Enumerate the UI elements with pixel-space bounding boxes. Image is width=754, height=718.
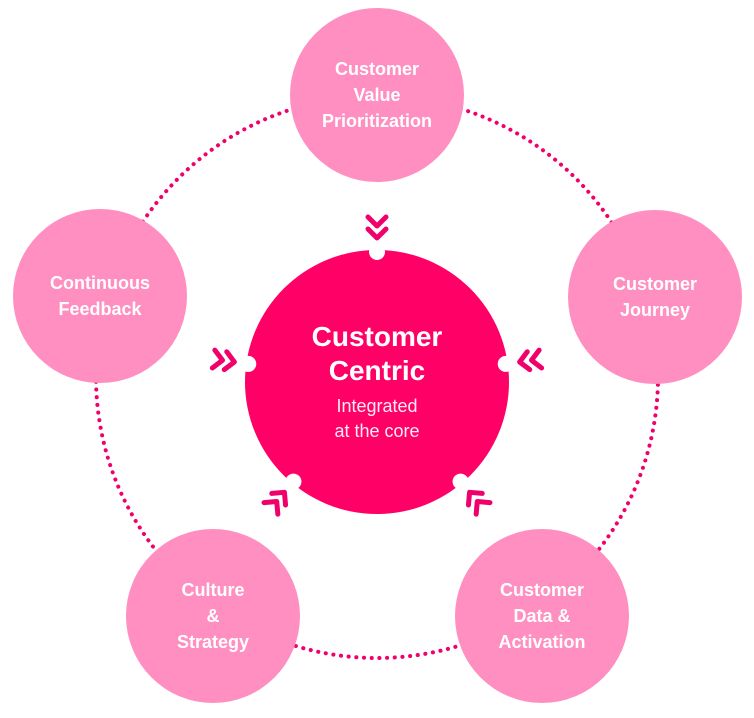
chevron-icon: [261, 499, 281, 517]
node-label-line: Data &: [513, 606, 571, 626]
double-chevron-icon: [517, 347, 545, 373]
double-chevron-icon: [209, 347, 237, 373]
arrows-layer: [209, 214, 545, 517]
node-label-line: Feedback: [58, 299, 142, 319]
chevron-icon: [365, 214, 389, 229]
node-label-line: Strategy: [176, 632, 250, 652]
double-chevron-icon: [365, 214, 389, 241]
node-label-line: &: [206, 606, 220, 626]
node-label-line: Journey: [619, 300, 691, 320]
chevron-icon: [209, 347, 226, 371]
node-culture-strategy: Culture & Strategy: [126, 529, 300, 703]
node-label-line: Activation: [498, 632, 586, 652]
node-customer-journey: Customer Journey: [568, 210, 742, 384]
chevron-icon: [365, 226, 389, 241]
center-node-customer-centric: Customer Centric Integrated at the core: [245, 250, 509, 514]
double-chevron-icon: [261, 489, 289, 517]
center-title-line: Centric: [328, 355, 426, 386]
node-label-line: Prioritization: [321, 111, 432, 131]
center-subtitle-line: Integrated: [336, 396, 418, 416]
chevron-icon: [465, 489, 485, 508]
chevron-icon: [221, 349, 237, 373]
center-subtitle-line: at the core: [334, 421, 420, 441]
node-label-line: Customer: [334, 59, 419, 79]
node-customer-data-activation: Customer Data & Activation: [455, 529, 629, 703]
node-customer-value-prioritization: Customer Value Prioritization: [290, 8, 464, 182]
chevron-icon: [517, 349, 533, 373]
node-label-line: Culture: [181, 580, 245, 600]
node-label-line: Customer: [499, 580, 584, 600]
chevron-icon: [528, 347, 545, 371]
center-title-line: Customer: [311, 321, 443, 352]
node-label-line: Customer: [612, 274, 697, 294]
node-label-line: Value: [353, 85, 401, 105]
double-chevron-icon: [465, 489, 493, 517]
chevron-icon: [473, 499, 493, 517]
chevron-icon: [269, 489, 289, 508]
node-continuous-feedback: Continuous Feedback: [13, 209, 187, 383]
node-label-line: Continuous: [50, 273, 150, 293]
